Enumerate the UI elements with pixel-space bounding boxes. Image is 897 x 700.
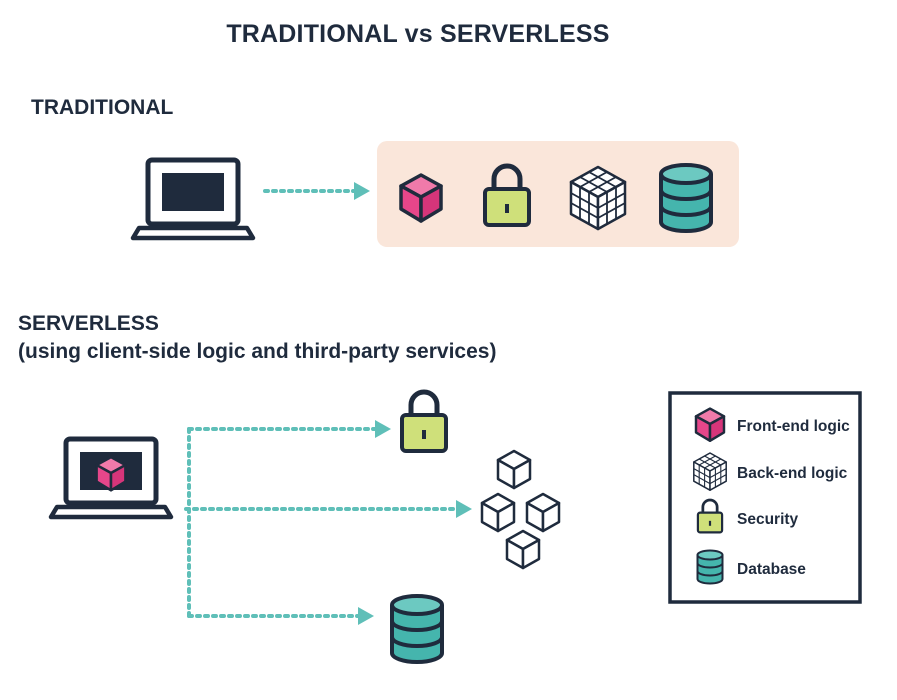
legend-back-end-logic-icon: [693, 452, 727, 491]
legend-front-end-logic-icon: [694, 407, 726, 443]
laptop-front-end-logic-icon: [95, 455, 127, 492]
front-end-logic-icon: [399, 173, 443, 223]
serverless-heading: SERVERLESS: [18, 312, 159, 335]
traditional-connector-arrow: [263, 182, 370, 200]
traditional-heading: TRADITIONAL: [31, 96, 174, 119]
legend-label-back-end: Back-end logic: [737, 465, 848, 482]
third-party-security-icon: [402, 392, 446, 451]
legend-label-security: Security: [737, 511, 799, 528]
server-box: [377, 141, 739, 247]
legend-label-database: Database: [737, 561, 806, 578]
traditional-laptop-icon: [133, 160, 253, 238]
legend-label-front-end: Front-end logic: [737, 418, 850, 435]
third-party-back-end-logic-icon: [480, 449, 561, 570]
back-end-logic-icon: [569, 165, 627, 231]
third-party-database-icon: [390, 594, 444, 664]
diagram-title: TRADITIONAL vs SERVERLESS: [226, 20, 610, 48]
database-icon: [659, 163, 713, 233]
serverless-subheading: (using client-side logic and third-party…: [18, 340, 497, 363]
serverless-connector-lines: [184, 420, 472, 625]
legend-database-icon: [696, 549, 724, 585]
